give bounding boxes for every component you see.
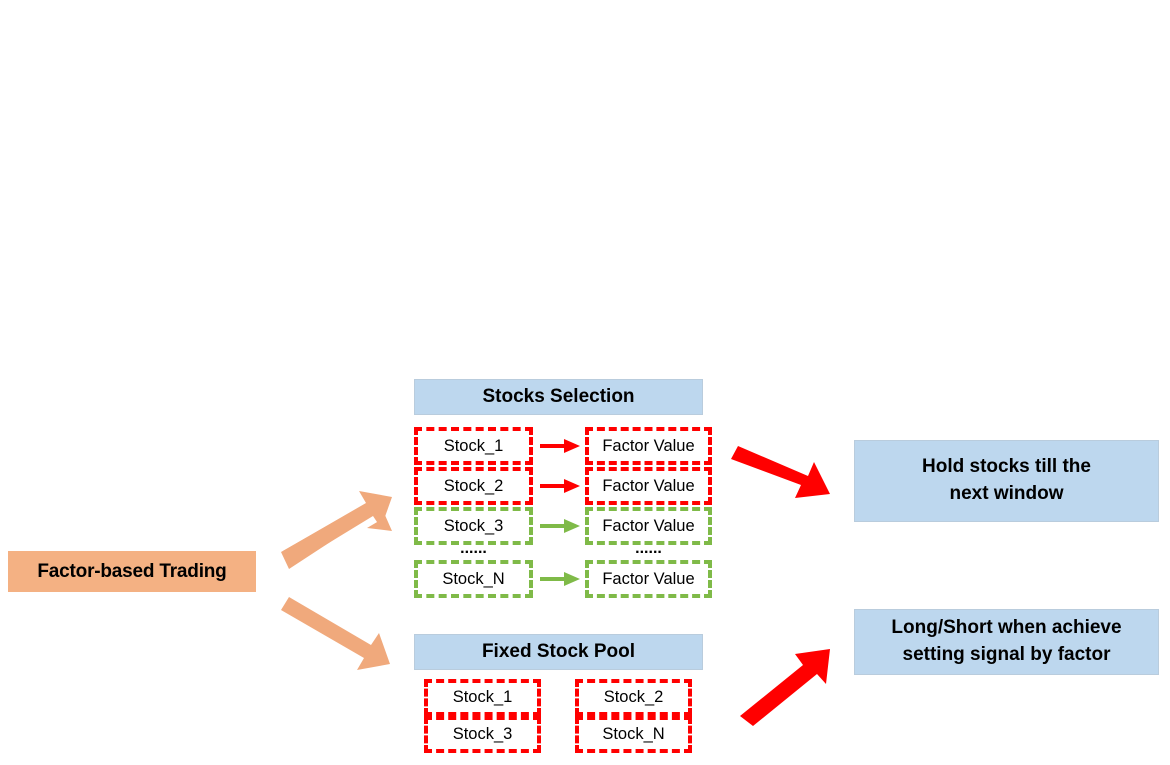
factor-based-trading-label: Factor-based Trading (37, 560, 227, 582)
factor-value-3-label: Factor Value (602, 516, 695, 535)
hold-stocks-line-2: next window (949, 483, 1064, 504)
fixed-stock-pool-title: Fixed Stock Pool (481, 641, 636, 662)
hold-stocks-outcome-text: Hold stocks till the next window (922, 454, 1091, 508)
stock-item-n: Stock_N (414, 560, 533, 598)
row-arrow-1-icon (540, 439, 580, 453)
orange-arrow-lower (281, 597, 390, 670)
hold-stocks-line-1: Hold stocks till the (922, 456, 1091, 478)
long-short-line-2: setting signal by factor (902, 644, 1111, 665)
long-short-line-1: Long/Short when achieve (891, 617, 1122, 639)
pool-stock-2-label: Stock_2 (603, 688, 664, 706)
stock-item-2: Stock_2 (414, 467, 533, 505)
factor-value-1: Factor Value (585, 427, 712, 465)
stock-item-1-label: Stock_1 (443, 436, 504, 455)
red-arrow-lower (740, 649, 830, 726)
factor-value-2: Factor Value (585, 467, 712, 505)
long-short-outcome: Long/Short when achieve setting signal b… (854, 609, 1159, 675)
factor-value-n-label: Factor Value (602, 569, 695, 588)
stock-item-3: Stock_3 (414, 507, 533, 545)
stocks-selection-header: Stocks Selection (414, 379, 703, 415)
hold-stocks-outcome: Hold stocks till the next window (854, 440, 1159, 522)
factor-list-ellipsis: ...... (635, 540, 662, 557)
factor-based-trading-node: Factor-based Trading (8, 551, 256, 592)
stocks-selection-title: Stocks Selection (482, 386, 635, 407)
fixed-stock-pool-header: Fixed Stock Pool (414, 634, 703, 670)
row-arrow-3-icon (540, 519, 580, 533)
orange-arrow-upper (281, 491, 392, 569)
stock-item-2-label: Stock_2 (443, 476, 504, 495)
stock-list-ellipsis: ...... (460, 540, 487, 557)
stock-item-3-label: Stock_3 (443, 516, 504, 535)
factor-value-1-label: Factor Value (602, 436, 695, 455)
pool-stock-2: Stock_2 (575, 679, 692, 716)
pool-stock-1-label: Stock_1 (452, 688, 513, 706)
pool-stock-1: Stock_1 (424, 679, 541, 716)
pool-stock-3: Stock_3 (424, 716, 541, 753)
pool-stock-n-label: Stock_N (602, 725, 665, 743)
long-short-outcome-text: Long/Short when achieve setting signal b… (891, 615, 1121, 669)
red-arrow-upper (731, 446, 830, 498)
stock-item-1: Stock_1 (414, 427, 533, 465)
pool-stock-3-label: Stock_3 (452, 725, 513, 743)
stock-item-n-label: Stock_N (442, 569, 505, 588)
factor-value-3: Factor Value (585, 507, 712, 545)
pool-stock-n: Stock_N (575, 716, 692, 753)
factor-value-n: Factor Value (585, 560, 712, 598)
row-arrow-n-icon (540, 572, 580, 586)
row-arrow-2-icon (540, 479, 580, 493)
factor-value-2-label: Factor Value (602, 476, 695, 495)
